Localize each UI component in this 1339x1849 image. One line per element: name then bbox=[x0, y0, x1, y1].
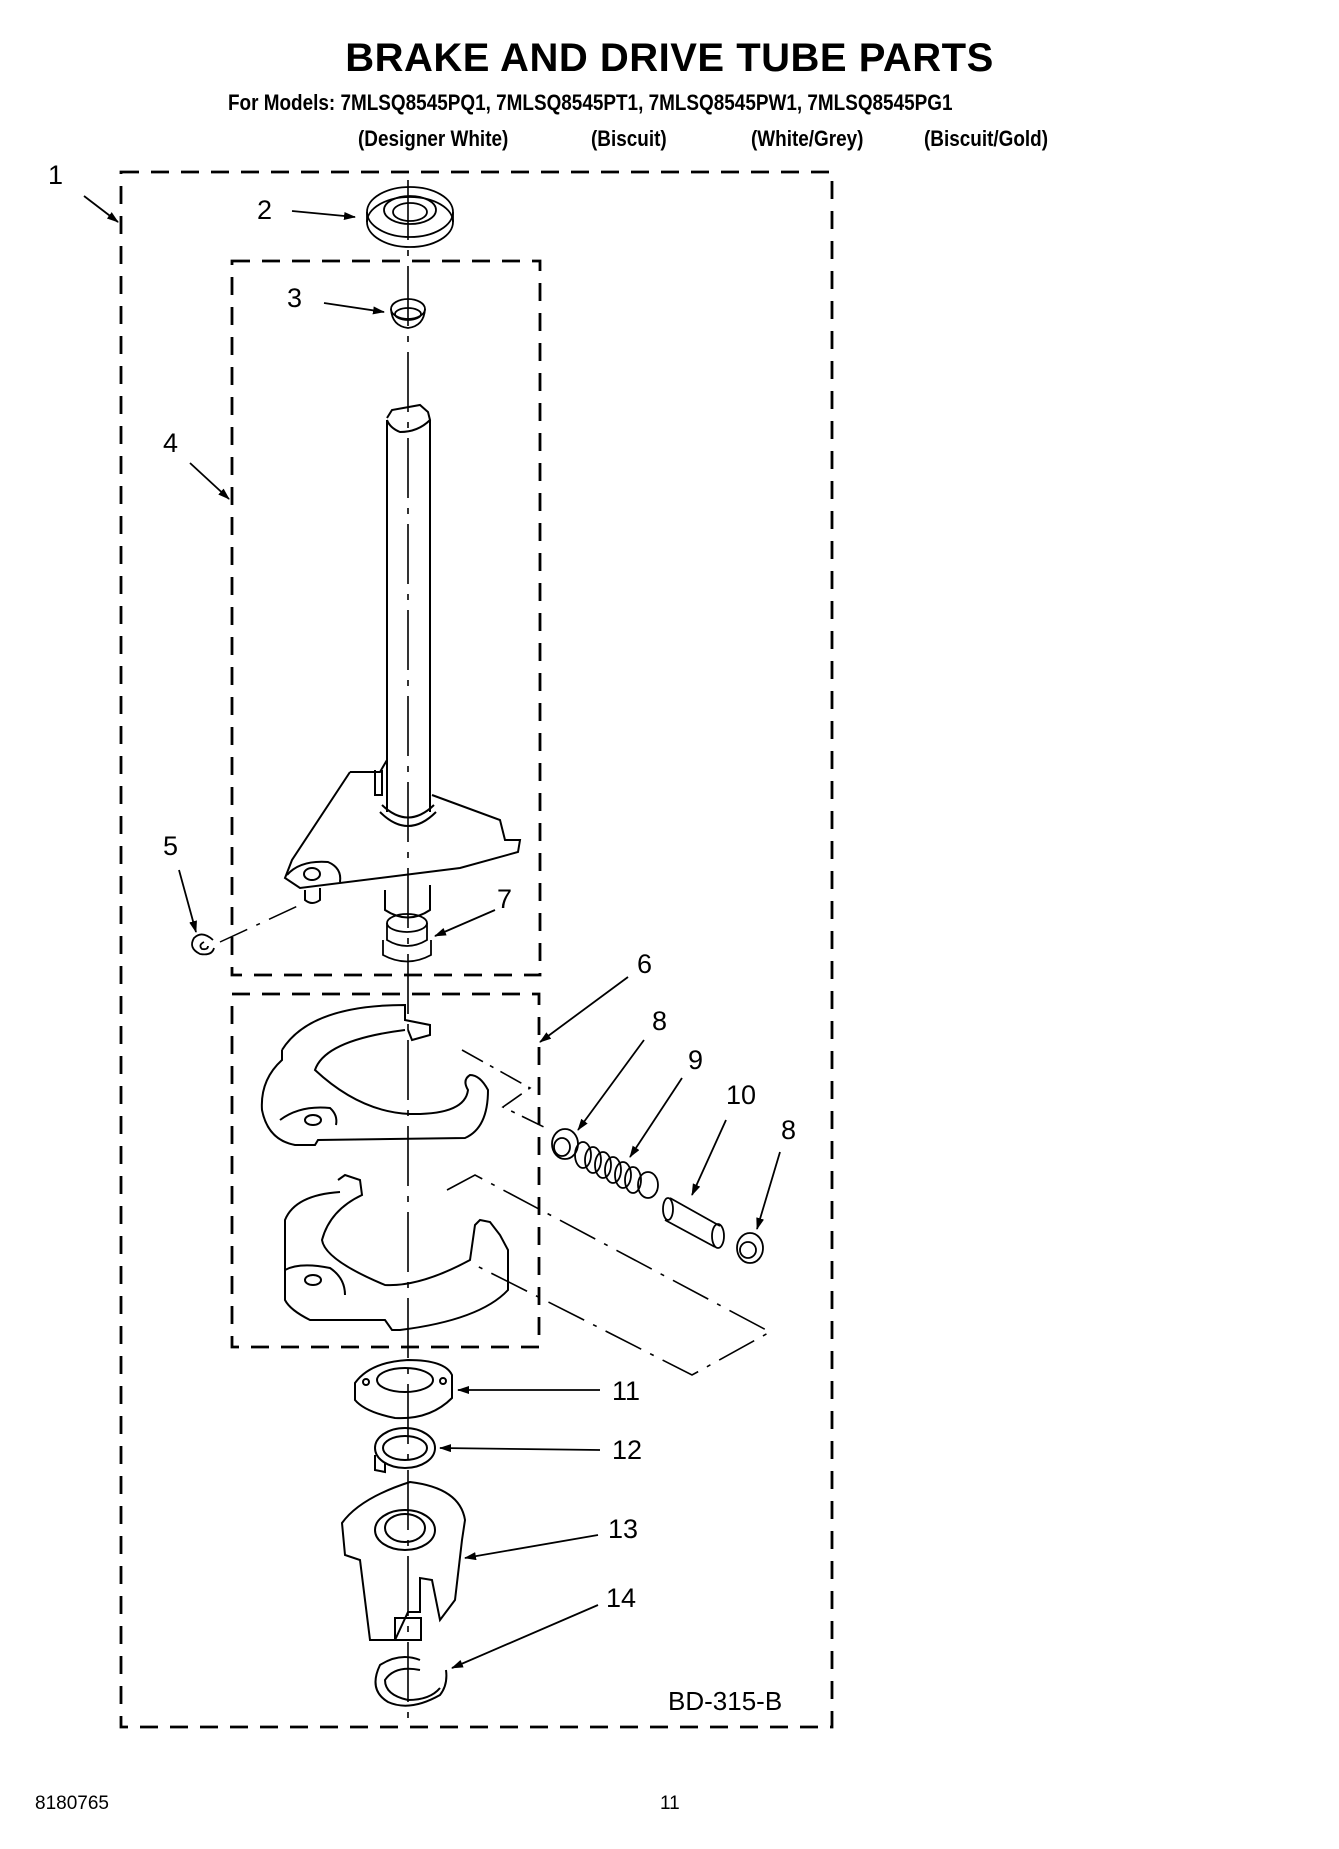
page-number: 11 bbox=[660, 1793, 680, 1814]
spring-part-9 bbox=[574, 1141, 659, 1199]
callout-10: 10 bbox=[726, 1080, 757, 1110]
brake-shoe-lower bbox=[284, 1173, 509, 1331]
callout-11: 11 bbox=[612, 1376, 641, 1406]
model-color-4: (Biscuit/Gold) bbox=[924, 126, 1049, 151]
drawing-code: BD-315-B bbox=[668, 1686, 783, 1716]
retaining-ring-part-12 bbox=[374, 1427, 436, 1474]
callout-12: 12 bbox=[612, 1435, 643, 1465]
brake-plate bbox=[283, 759, 522, 919]
callout-7: 7 bbox=[497, 884, 513, 914]
ring-part-3 bbox=[390, 298, 426, 329]
callout-4: 4 bbox=[163, 428, 179, 458]
spring-guide-lines bbox=[446, 1049, 772, 1376]
models-line: For Models: 7MLSQ8545PQ1, 7MLSQ8545PT1, … bbox=[228, 90, 953, 115]
model-color-2: (Biscuit) bbox=[591, 126, 667, 151]
document-number: 8180765 bbox=[35, 1793, 109, 1814]
model-color-1: (Designer White) bbox=[358, 126, 509, 151]
brake-shoe-upper bbox=[260, 1003, 490, 1146]
brake-lever-part-13 bbox=[340, 1480, 467, 1641]
callout-6: 6 bbox=[637, 949, 653, 979]
clip-part-5 bbox=[191, 904, 301, 956]
drive-tube bbox=[379, 403, 437, 827]
callout-2: 2 bbox=[257, 195, 273, 225]
callout-8-left: 8 bbox=[652, 1006, 668, 1036]
callout-13: 13 bbox=[608, 1514, 639, 1544]
clip-ring-part-14 bbox=[374, 1655, 448, 1707]
page-title: BRAKE AND DRIVE TUBE PARTS bbox=[345, 36, 994, 80]
model-color-3: (White/Grey) bbox=[751, 126, 864, 151]
assembly-boundary-box bbox=[119, 170, 834, 1729]
callout-9: 9 bbox=[688, 1045, 704, 1075]
seal-part-2 bbox=[366, 186, 454, 248]
callout-5: 5 bbox=[163, 831, 179, 861]
bushing-part-7 bbox=[382, 913, 432, 963]
flange-part-11 bbox=[354, 1358, 453, 1420]
washer-part-8-right bbox=[736, 1232, 764, 1264]
brake-shoe-group-box bbox=[230, 992, 541, 1349]
callout-3: 3 bbox=[287, 283, 303, 313]
drive-tube-group-box bbox=[230, 259, 542, 977]
callout-1: 1 bbox=[48, 160, 64, 190]
pin-part-10 bbox=[662, 1197, 725, 1249]
washer-part-8-left bbox=[551, 1128, 579, 1160]
callout-8-right: 8 bbox=[781, 1115, 797, 1145]
callout-14: 14 bbox=[606, 1583, 637, 1613]
